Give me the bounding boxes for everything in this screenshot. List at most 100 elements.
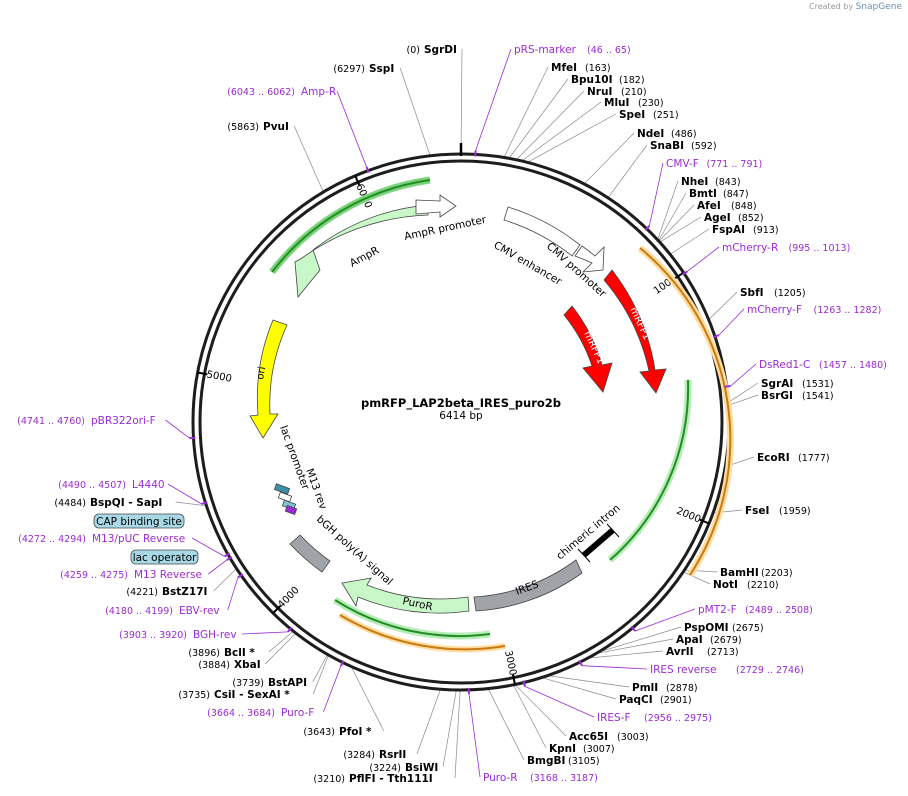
site-position: (3643) <box>303 727 335 738</box>
primer-name: M13/pUC Reverse <box>92 533 185 545</box>
primer-leader <box>208 559 227 575</box>
site-leader <box>442 688 457 768</box>
site-name: PaqCI <box>619 694 653 706</box>
site-leader <box>454 688 461 779</box>
site-name: MfeI <box>551 62 577 74</box>
site-leader <box>312 653 330 695</box>
boxed-labels: CAP binding site lac operator <box>93 513 199 565</box>
primer-leader <box>323 665 342 713</box>
primer-name: EBV-rev <box>179 605 220 617</box>
mrfp1-inner-feature <box>563 305 613 393</box>
primer-range: (3903 .. 3920) <box>119 630 187 641</box>
site-leader <box>656 180 679 242</box>
site-position: (3884) <box>198 660 230 671</box>
primer-leader <box>718 308 745 336</box>
ampr-promoter-label: AmpR promoter <box>403 214 488 243</box>
lac-promoter-feature <box>277 491 293 503</box>
site-name: Acc65I <box>569 731 608 743</box>
primer-mark <box>630 625 636 632</box>
site-position: (5863) <box>227 122 259 133</box>
site-position: (848) <box>731 201 757 212</box>
primer-leader <box>475 48 512 151</box>
site-name: NruI <box>587 86 612 98</box>
site-name: PflFI - Tth111I <box>349 773 433 785</box>
credit-prefix: Created by <box>809 2 854 11</box>
primer-range: (1457 .. 1480) <box>819 360 887 371</box>
primer-range: (4490 .. 4507) <box>58 480 126 491</box>
primer-leader <box>524 686 595 718</box>
bgh-feature <box>289 534 331 573</box>
site-name: SgrAI <box>761 378 793 390</box>
primer-range: (1263 .. 1282) <box>814 305 882 316</box>
site-leader <box>520 101 602 163</box>
primer-name: pRS-marker <box>514 44 577 56</box>
primer-range: (46 .. 65) <box>587 45 631 56</box>
site-position: (847) <box>723 189 749 200</box>
orf-orange-bottom-line <box>339 614 506 651</box>
site-position: (251) <box>653 110 679 121</box>
orf-orange-right-line <box>639 247 732 576</box>
site-name: RsrII <box>379 749 406 761</box>
site-leader <box>607 144 648 199</box>
tick-mark <box>197 371 208 376</box>
site-leader <box>592 638 674 655</box>
site-leader <box>669 228 710 256</box>
intron-cap-a <box>577 548 591 563</box>
primer-mark <box>578 659 583 667</box>
primer-range: (3168 .. 3187) <box>530 773 598 784</box>
primer-name: BGH-rev <box>193 629 237 641</box>
tick-mark <box>699 518 710 525</box>
primer-name: IRES-F <box>597 712 631 724</box>
primer-range: (2956 .. 2975) <box>644 713 712 724</box>
primer-leader <box>648 162 664 226</box>
tick-label: 4000 <box>276 585 302 611</box>
site-leader <box>593 626 682 654</box>
site-name: BamHI <box>720 567 759 579</box>
site-name: BspQI - SapI <box>90 497 162 509</box>
ori-label: ori <box>255 366 268 381</box>
primer-name: CMV-F <box>666 158 699 170</box>
site-leader <box>416 688 442 755</box>
primer-name: IRES reverse <box>650 664 717 676</box>
site-position: (852) <box>738 213 764 224</box>
primer-leader <box>336 90 367 168</box>
orf-green-right-line <box>609 379 690 561</box>
primer-name: mCherry-R <box>722 242 778 254</box>
site-position: (1777) <box>798 453 830 464</box>
primer-name: Amp-R <box>301 86 336 98</box>
site-position: (4221) <box>126 587 158 598</box>
cmv-promoter-feature <box>574 245 605 273</box>
site-name: FspAI <box>712 224 745 236</box>
site-leader <box>657 204 695 243</box>
primer-mark <box>522 680 526 687</box>
site-name: NdeI <box>637 128 664 140</box>
site-name: PspOMI <box>684 622 729 634</box>
cmv-enhancer-feature <box>503 206 581 257</box>
site-leader <box>293 125 325 194</box>
site-leader <box>312 653 329 683</box>
chimeric-intron-feature <box>582 527 615 558</box>
site-position: (4484) <box>54 498 86 509</box>
primer-mark <box>681 270 688 276</box>
tick-label: 5000 <box>206 369 233 385</box>
primer-mark <box>201 501 208 505</box>
site-position: (3007) <box>583 744 615 755</box>
site-name: BclI * <box>224 647 255 659</box>
site-name: SspI <box>369 63 394 75</box>
site-leader <box>585 650 664 659</box>
site-name: BsiWI <box>405 762 438 774</box>
site-leader <box>525 113 617 164</box>
site-name: AgeI <box>704 212 731 224</box>
site-position: (210) <box>621 87 647 98</box>
site-name: AfeI <box>697 200 721 212</box>
tick-mark <box>674 271 685 280</box>
site-position: (2679) <box>710 635 742 646</box>
primer-name: pMT2-F <box>698 604 737 616</box>
site-name: Bpu10I <box>571 74 613 86</box>
site-leader <box>657 192 687 242</box>
site-leader <box>707 291 738 321</box>
puror-feature <box>341 577 470 614</box>
site-position: (3735) <box>178 690 210 701</box>
site-position: (182) <box>619 75 645 86</box>
site-name: BmgBI <box>527 755 565 767</box>
